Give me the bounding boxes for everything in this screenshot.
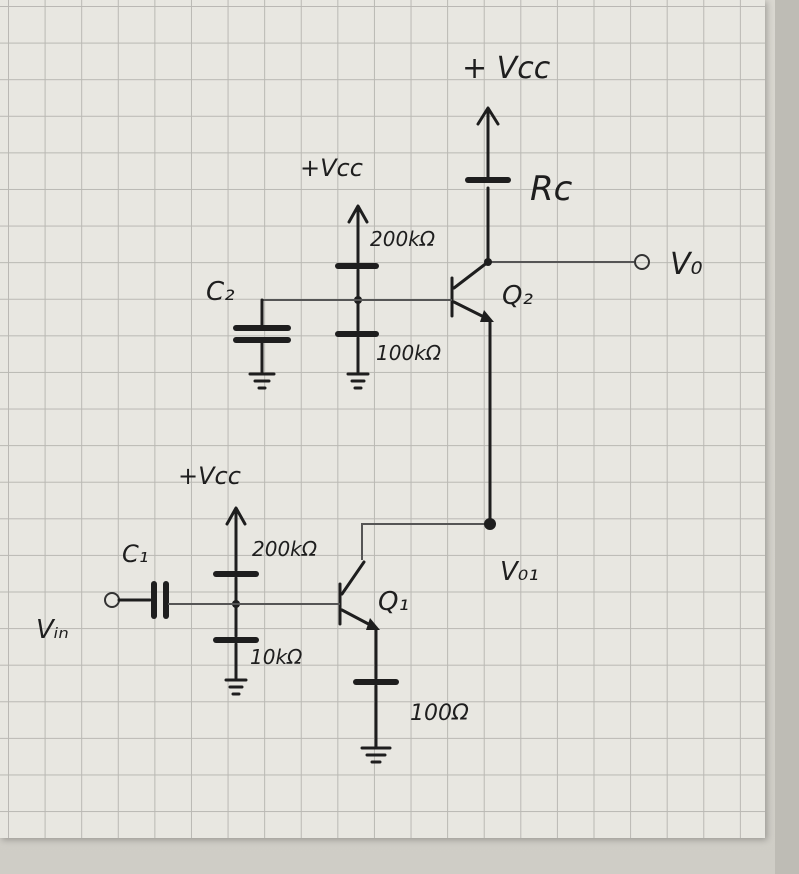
graph-paper-sheet — [0, 0, 765, 838]
r-100-label: 100Ω — [410, 701, 469, 726]
vo-terminal — [634, 254, 650, 270]
c1-label: C₁ — [122, 540, 148, 568]
vcc-top-label: + Vcc — [462, 51, 551, 86]
q1-bias-network — [213, 506, 259, 696]
q2-label: Q₂ — [502, 281, 533, 311]
rc-label: Rc — [530, 169, 573, 209]
rc-supply-wire — [476, 106, 500, 264]
vcc-low-label: +Vcc — [178, 462, 241, 490]
transistor-q2 — [450, 260, 494, 322]
capacitor-c2 — [233, 298, 291, 390]
vo1-junction — [484, 518, 496, 530]
capacitor-c1 — [104, 581, 340, 619]
vo1-label: V₀₁ — [500, 557, 539, 587]
vo-label: V₀ — [670, 247, 703, 282]
transistor-q1 — [338, 560, 380, 630]
vo1-node-wire — [361, 523, 488, 560]
emitter-resistor-network — [353, 626, 399, 764]
r-200k-low-label: 200kΩ — [252, 537, 318, 561]
r-100k-label: 100kΩ — [376, 341, 442, 365]
r-10k-label: 10kΩ — [250, 645, 303, 669]
r-200k-top-label: 200kΩ — [370, 227, 436, 251]
vin-label: Vᵢₙ — [36, 615, 69, 645]
notebook-edge — [775, 0, 799, 874]
c2-label: C₂ — [206, 277, 235, 307]
q1-label: Q₁ — [378, 587, 409, 617]
vcc-mid-label: +Vcc — [300, 154, 363, 182]
